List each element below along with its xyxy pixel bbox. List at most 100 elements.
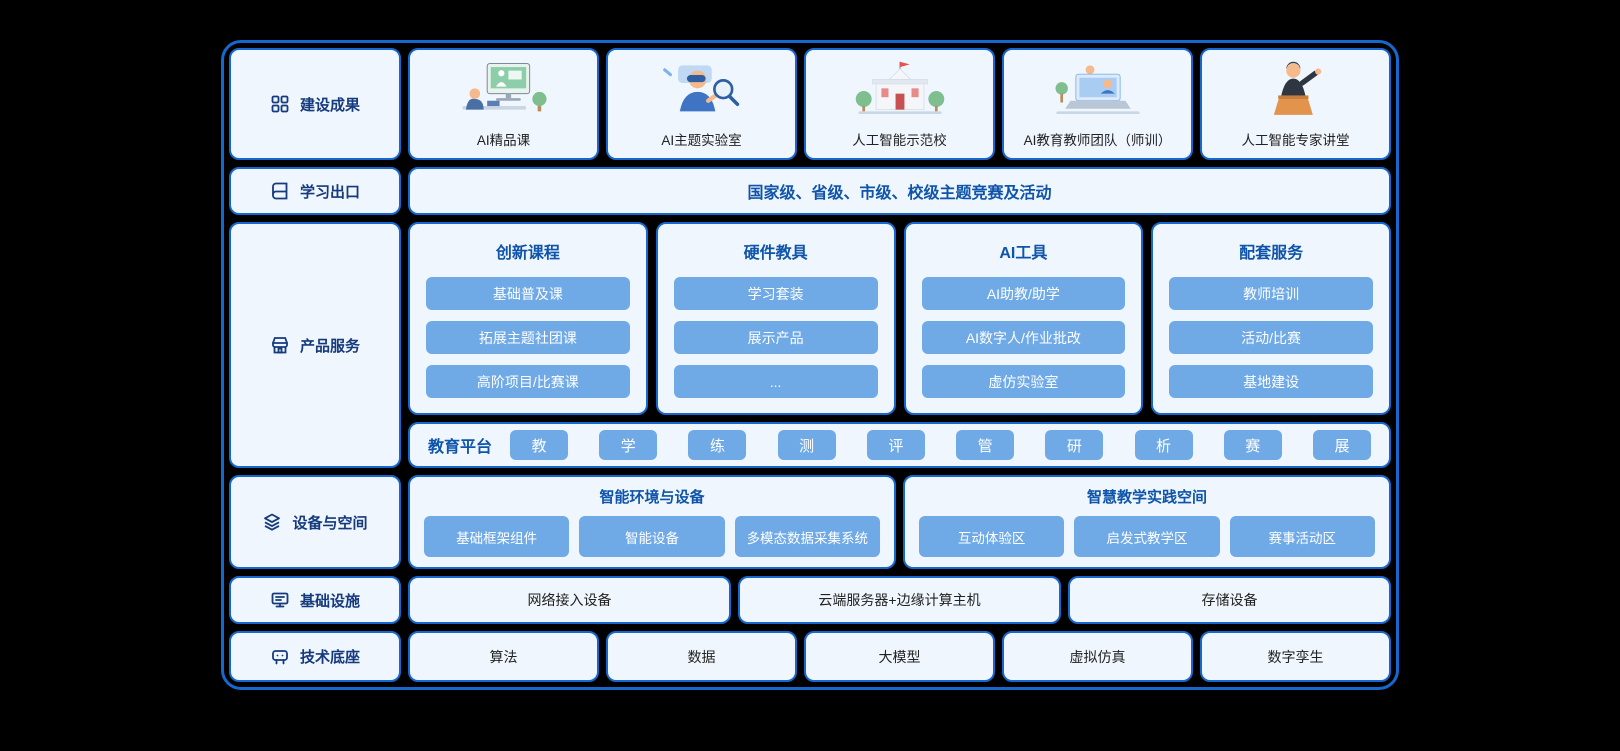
achievement-card: 人工智能专家讲堂	[1200, 48, 1391, 160]
equipment-item: 智能设备	[579, 516, 725, 557]
product-item: 高阶项目/比赛课	[426, 365, 630, 398]
row-label-text: 学习出口	[299, 183, 360, 201]
ai-course-illustration	[454, 60, 554, 122]
platform-tag: 评	[866, 430, 925, 460]
product-item: AI数字人/作业批改	[921, 321, 1126, 354]
platform-tag: 展	[1312, 430, 1371, 460]
product-item: 展示产品	[673, 321, 878, 354]
row-products: 产品服务 创新课程 基础普及课 拓展主题社团课 高阶项目/比赛课 硬件教具 学习…	[229, 222, 1391, 468]
store-icon	[270, 335, 290, 355]
section-title: 智慧教学实践空间	[1086, 489, 1207, 506]
platform-tag: 赛	[1223, 430, 1282, 460]
learning-exit-content: 国家级、省级、市级、校级主题竞赛及活动	[408, 167, 1391, 215]
row-label-text: 设备与空间	[292, 514, 368, 532]
row-equipment: 设备与空间 智能环境与设备 基础框架组件 智能设备 多模态数据采集系统 智慧教学…	[229, 475, 1391, 569]
platform-tag: 管	[956, 430, 1015, 460]
row-tech-base: 技术底座 算法 数据 大模型 虚拟仿真 数字孪生	[229, 631, 1391, 682]
product-column-courses: 创新课程 基础普及课 拓展主题社团课 高阶项目/比赛课	[408, 222, 648, 415]
tech-base-item: 虚拟仿真	[1002, 631, 1193, 682]
product-item: ...	[673, 365, 878, 398]
product-item: 教师培训	[1169, 277, 1373, 310]
grid-icon	[270, 94, 290, 114]
achievement-label: AI主题实验室	[661, 132, 742, 148]
achievement-label: 人工智能示范校	[852, 132, 947, 148]
product-columns: 创新课程 基础普及课 拓展主题社团课 高阶项目/比赛课 硬件教具 学习套装 展示…	[408, 222, 1391, 415]
achievement-label: 人工智能专家讲堂	[1241, 132, 1350, 148]
column-chips: 教师培训 活动/比赛 基地建设	[1169, 277, 1373, 398]
column-chips: AI助教/助学 AI数字人/作业批改 虚仿实验室	[921, 277, 1126, 398]
equipment-item: 多模态数据采集系统	[734, 516, 880, 557]
equipment-section-smart-devices: 智能环境与设备 基础框架组件 智能设备 多模态数据采集系统	[408, 475, 896, 569]
ai-school-illustration	[850, 60, 950, 122]
infrastructure-item: 网络接入设备	[408, 576, 731, 624]
row-label-infrastructure: 基础设施	[229, 576, 401, 624]
expert-lecture-illustration	[1246, 60, 1346, 122]
chip-icon	[270, 647, 290, 667]
row-label-text: 基础设施	[299, 592, 360, 610]
section-title: 智能环境与设备	[599, 489, 705, 506]
product-item: 拓展主题社团课	[426, 321, 630, 354]
platform-tag: 学	[599, 430, 658, 460]
equipment-item: 基础框架组件	[424, 516, 570, 557]
row-label-achievements: 建设成果	[229, 48, 401, 160]
achievement-card: AI精品课	[408, 48, 599, 160]
platform-tag: 测	[777, 430, 836, 460]
platform-label: 教育平台	[428, 439, 493, 456]
teacher-team-illustration	[1048, 60, 1148, 122]
education-platform-bar: 教育平台 教 学 练 测 评 管 研 析 赛 展	[408, 422, 1391, 468]
ai-lab-illustration	[652, 60, 752, 122]
architecture-diagram: 建设成果 AI精品课	[221, 40, 1399, 690]
column-title: 硬件教具	[743, 245, 808, 262]
column-title: 配套服务	[1239, 245, 1304, 262]
product-item: 基地建设	[1169, 365, 1373, 398]
product-item: 基础普及课	[426, 277, 630, 310]
row-label-text: 建设成果	[299, 96, 360, 114]
section-chips: 互动体验区 启发式教学区 赛事活动区	[919, 516, 1375, 557]
row-label-equipment: 设备与空间	[229, 475, 401, 569]
section-chips: 基础框架组件 智能设备 多模态数据采集系统	[424, 516, 880, 557]
equipment-item: 启发式教学区	[1074, 516, 1220, 557]
platform-tag: 练	[688, 430, 747, 460]
row-learning-exit: 学习出口 国家级、省级、市级、校级主题竞赛及活动	[229, 167, 1391, 215]
row-label-tech-base: 技术底座	[229, 631, 401, 682]
product-column-ai-tools: AI工具 AI助教/助学 AI数字人/作业批改 虚仿实验室	[903, 222, 1144, 415]
equipment-item: 赛事活动区	[1229, 516, 1375, 557]
achievement-label: AI精品课	[476, 132, 531, 148]
tech-base-item: 数据	[606, 631, 797, 682]
column-title: 创新课程	[495, 245, 560, 262]
product-item: 活动/比赛	[1169, 321, 1373, 354]
product-item: 学习套装	[673, 277, 878, 310]
achievement-label: AI教育教师团队（师训）	[1023, 132, 1172, 148]
products-content: 创新课程 基础普及课 拓展主题社团课 高阶项目/比赛课 硬件教具 学习套装 展示…	[408, 222, 1391, 468]
row-label-text: 产品服务	[299, 337, 360, 355]
tech-base-item: 算法	[408, 631, 599, 682]
infrastructure-item: 云端服务器+边缘计算主机	[738, 576, 1061, 624]
row-infrastructure: 基础设施 网络接入设备 云端服务器+边缘计算主机 存储设备	[229, 576, 1391, 624]
row-label-learning-exit: 学习出口	[229, 167, 401, 215]
column-chips: 学习套装 展示产品 ...	[673, 277, 878, 398]
column-title: AI工具	[999, 245, 1048, 262]
monitor-icon	[270, 590, 290, 610]
achievement-card: 人工智能示范校	[804, 48, 995, 160]
row-label-products: 产品服务	[229, 222, 401, 468]
product-column-hardware: 硬件教具 学习套装 展示产品 ...	[655, 222, 896, 415]
equipment-section-practice-space: 智慧教学实践空间 互动体验区 启发式教学区 赛事活动区	[903, 475, 1391, 569]
tech-base-item: 大模型	[804, 631, 995, 682]
equipment-item: 互动体验区	[919, 516, 1065, 557]
achievement-card: AI教育教师团队（师训）	[1002, 48, 1193, 160]
row-label-text: 技术底座	[299, 649, 360, 666]
platform-tag: 析	[1134, 430, 1193, 460]
platform-tags: 教 学 练 测 评 管 研 析 赛 展	[510, 430, 1371, 460]
column-chips: 基础普及课 拓展主题社团课 高阶项目/比赛课	[426, 277, 630, 398]
platform-tag: 研	[1045, 430, 1104, 460]
book-icon	[270, 181, 290, 201]
product-column-services: 配套服务 教师培训 活动/比赛 基地建设	[1151, 222, 1391, 415]
platform-tag: 教	[510, 430, 569, 460]
achievement-card: AI主题实验室	[606, 48, 797, 160]
infrastructure-item: 存储设备	[1068, 576, 1391, 624]
row-achievements: 建设成果 AI精品课	[229, 48, 1391, 160]
layers-icon	[262, 512, 282, 532]
tech-base-item: 数字孪生	[1200, 631, 1391, 682]
product-item: AI助教/助学	[921, 277, 1126, 310]
product-item: 虚仿实验室	[921, 365, 1126, 398]
